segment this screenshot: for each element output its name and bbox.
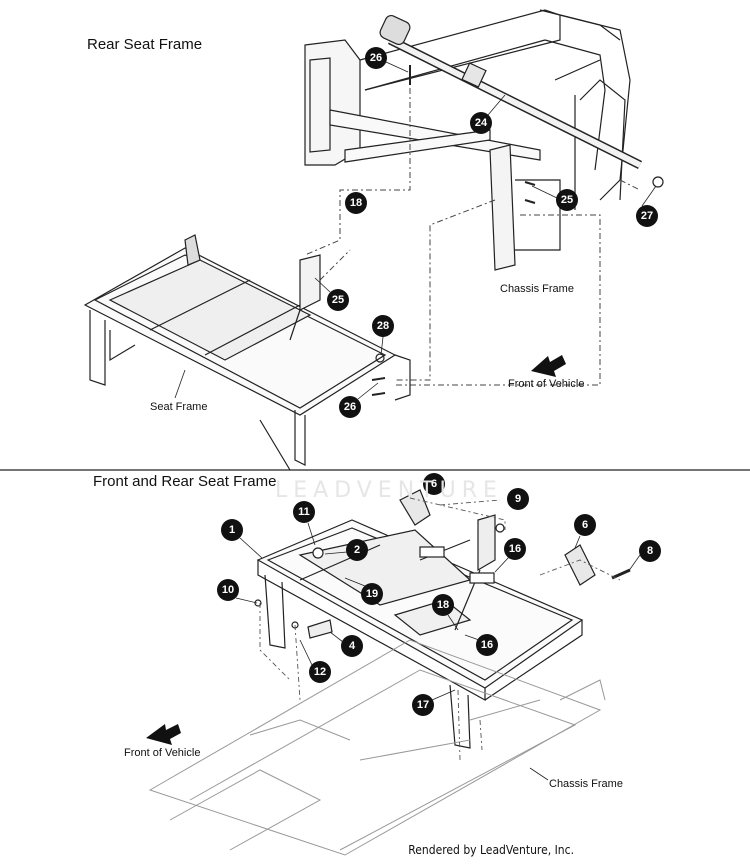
svg-text:16: 16 [481,639,493,651]
callout-6a: 6 [423,473,445,495]
svg-text:18: 18 [437,599,449,611]
callout-9: 9 [507,488,529,510]
svg-text:8: 8 [647,545,653,557]
seat-frame-drawing [83,234,411,471]
svg-text:11: 11 [298,506,310,518]
svg-text:27: 27 [641,210,653,222]
front-rear-seat-frame-title: Front and Rear Seat Frame [93,473,277,490]
front-of-vehicle-label-top: Front of Vehicle [508,378,584,390]
front-arrow-bottom-icon [146,724,181,745]
front-of-vehicle-label-bottom: Front of Vehicle [124,747,200,759]
bottom-leader-lines [259,497,621,761]
callout-18-top: 18 [345,192,367,214]
callout-8: 8 [639,540,661,562]
callout-4: 4 [341,635,363,657]
chassis-frame-label-top: Chassis Frame [500,283,574,295]
callout-26b: 26 [339,396,361,418]
rear-seat-frame-title: Rear Seat Frame [87,36,203,53]
callout-18-bottom: 18 [432,594,454,616]
svg-text:25: 25 [561,194,573,206]
callout-27: 27 [636,205,658,227]
rear-roll-cage-drawing [304,9,664,271]
svg-text:26: 26 [344,401,356,413]
callout-1: 1 [221,519,243,541]
svg-text:10: 10 [222,584,234,596]
svg-text:28: 28 [377,320,389,332]
svg-text:4: 4 [349,640,356,652]
svg-text:6: 6 [431,478,437,490]
svg-text:26: 26 [370,52,382,64]
callouts-top: 26 24 18 25 27 25 28 26 [327,47,658,418]
callouts-bottom: 6 9 1 11 2 16 6 8 19 10 18 16 4 12 17 [217,473,661,716]
svg-text:12: 12 [314,666,326,678]
seat-frame-label: Seat Frame [150,401,207,413]
svg-text:16: 16 [509,543,521,555]
svg-text:6: 6 [582,519,588,531]
callout-leaders-bottom [235,522,641,701]
callout-19: 19 [361,583,383,605]
chassis-frame-label-bottom: Chassis Frame [549,778,623,790]
callout-leaders-top [314,61,657,400]
callout-24: 24 [470,112,492,134]
watermark: LEADVENTURE [275,478,503,503]
callout-11: 11 [293,501,315,523]
callout-12: 12 [309,661,331,683]
callout-25b: 25 [327,289,349,311]
callout-28: 28 [372,315,394,337]
svg-text:24: 24 [475,117,488,129]
callout-25a: 25 [556,189,578,211]
svg-text:19: 19 [366,588,378,600]
callout-2: 2 [346,539,368,561]
callout-6b: 6 [574,514,596,536]
svg-text:2: 2 [354,544,360,556]
callout-17: 17 [412,694,434,716]
front-seat-frame-drawing [254,489,631,749]
svg-text:9: 9 [515,493,521,505]
callout-16b: 16 [476,634,498,656]
front-arrow-top-icon [531,355,566,377]
footer-credit: Rendered by LeadVenture, Inc. [408,843,574,857]
svg-text:17: 17 [417,699,429,711]
chassis-frame-drawing [148,639,606,856]
callout-26a: 26 [365,47,387,69]
callout-10: 10 [217,579,239,601]
svg-text:25: 25 [332,294,344,306]
svg-text:18: 18 [350,197,362,209]
svg-text:1: 1 [229,524,235,536]
callout-16a: 16 [504,538,526,560]
